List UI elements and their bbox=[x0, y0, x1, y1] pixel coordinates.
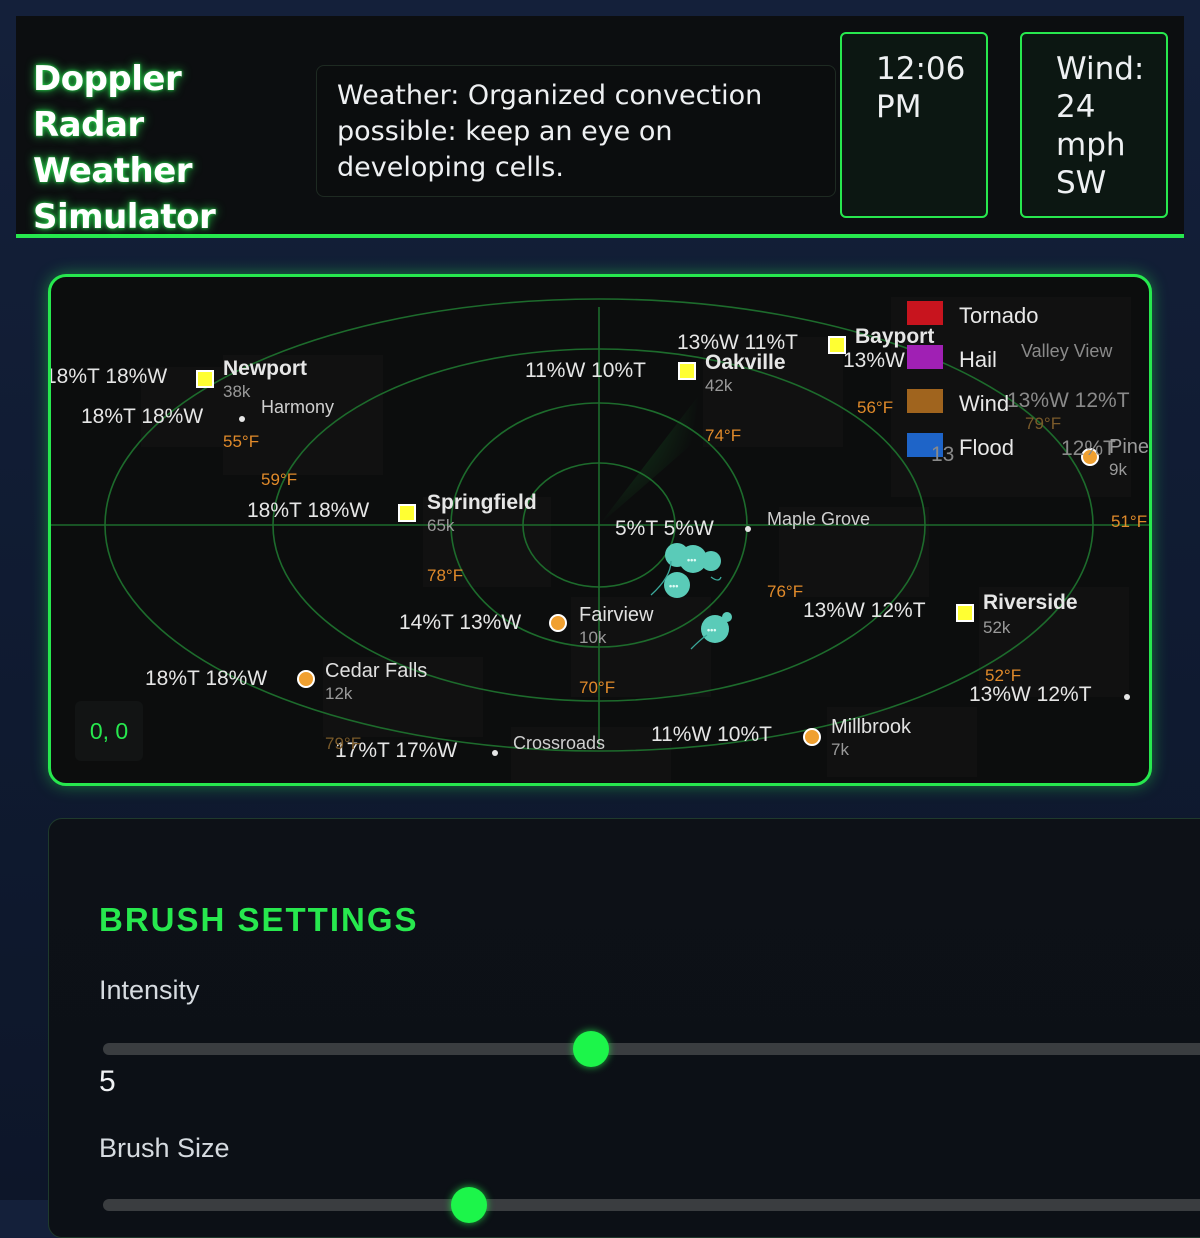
legend-swatches bbox=[907, 301, 943, 457]
risk-label-millbrook: 11%W 10%T bbox=[651, 723, 772, 746]
city-markers[interactable] bbox=[196, 336, 1130, 756]
city-pop-springfield: 65k bbox=[427, 516, 455, 535]
temp-label: 51°F bbox=[1111, 512, 1147, 531]
risk-label-flood-overlap: 13 bbox=[931, 443, 954, 466]
risk-label-riverside: 13%W 12%T bbox=[803, 599, 926, 622]
risk-label-newport: 18%T 18%W bbox=[51, 365, 167, 388]
risk-label-harmony: 18%T 18%W bbox=[81, 405, 203, 428]
city-name-maple-grove: Maple Grove bbox=[767, 509, 870, 529]
city-pop-riverside: 52k bbox=[983, 618, 1011, 637]
svg-text:•••: ••• bbox=[707, 625, 716, 635]
brush-settings-panel: BRUSH SETTINGS Intensity 5 Brush Size bbox=[48, 818, 1200, 1238]
svg-text:•••: ••• bbox=[669, 581, 678, 591]
radar-canvas[interactable]: ••• ••• ••• bbox=[51, 277, 1152, 786]
city-pop-newport: 38k bbox=[223, 382, 251, 401]
app-header: Doppler Radar Weather Simulator Weather:… bbox=[16, 16, 1184, 238]
legend-wind: Wind bbox=[959, 391, 1009, 416]
city-name-valley-view: Valley View bbox=[1021, 341, 1113, 361]
city-name-oakville: Oakville bbox=[705, 351, 786, 374]
risk-label-east: 13%W 12%T bbox=[969, 683, 1092, 706]
temp-label: 78°F bbox=[427, 566, 463, 585]
brush-settings-title: BRUSH SETTINGS bbox=[99, 901, 419, 938]
city-name-cedar-falls: Cedar Falls bbox=[325, 660, 427, 682]
risk-label-springfield: 18%T 18%W bbox=[247, 499, 369, 522]
intensity-slider-thumb[interactable] bbox=[573, 1031, 610, 1067]
city-pop-pine: 9k bbox=[1109, 460, 1127, 479]
brush-size-label: Brush Size bbox=[99, 1133, 230, 1163]
risk-label-fairview: 14%T 13%W bbox=[399, 611, 521, 634]
city-name-millbrook: Millbrook bbox=[831, 716, 912, 738]
risk-label-crossroads: 17%T 17%W bbox=[335, 739, 457, 762]
city-pop-oakville: 42k bbox=[705, 376, 733, 395]
cursor-coordinates: 0, 0 bbox=[75, 701, 143, 761]
intensity-value: 5 bbox=[99, 1065, 116, 1098]
city-pop-fairview: 10k bbox=[579, 628, 607, 647]
temp-label: 56°F bbox=[857, 398, 893, 417]
city-name-newport: Newport bbox=[223, 357, 307, 380]
city-name-bayport: Bayport bbox=[855, 325, 934, 348]
range-rings bbox=[51, 298, 1149, 752]
city-name-riverside: Riverside bbox=[983, 591, 1078, 614]
risk-label-oakville: 11%W 10%T bbox=[525, 359, 646, 382]
brush-size-slider-thumb[interactable] bbox=[451, 1187, 488, 1223]
temp-label: 76°F bbox=[767, 582, 803, 601]
city-pop-cedar-falls: 12k bbox=[325, 684, 353, 703]
temp-label: 55°F bbox=[223, 432, 259, 451]
intensity-slider[interactable] bbox=[103, 1031, 1200, 1067]
city-name-crossroads: Crossroads bbox=[513, 733, 605, 753]
legend-hail: Hail bbox=[959, 347, 997, 372]
temp-label: 74°F bbox=[705, 426, 741, 445]
temp-label: 79°F bbox=[325, 734, 361, 753]
svg-text:•••: ••• bbox=[687, 555, 696, 565]
radar-sweep bbox=[599, 395, 699, 525]
risk-label-cedar-falls: 18%T 18%W bbox=[145, 667, 267, 690]
risk-label-valley-view: 13%W 12%T bbox=[1007, 389, 1130, 412]
time-display: 12:06 PM bbox=[840, 32, 988, 218]
wind-display: Wind: 24 mph SW bbox=[1020, 32, 1168, 218]
city-name-harmony: Harmony bbox=[261, 397, 334, 417]
temp-label: 59°F bbox=[261, 470, 297, 489]
legend-flood: Flood bbox=[959, 435, 1014, 460]
brush-size-slider[interactable] bbox=[103, 1187, 1200, 1223]
storm-cells[interactable]: ••• ••• ••• bbox=[650, 543, 732, 650]
city-name-pine: Pine bbox=[1109, 436, 1149, 458]
risk-label-bayport: 13%W 11%T bbox=[677, 331, 798, 354]
risk-label-bayport-2: 13%W bbox=[843, 349, 905, 372]
city-pop-millbrook: 7k bbox=[831, 740, 849, 759]
app-title: Doppler Radar Weather Simulator bbox=[33, 59, 216, 237]
risk-label-pine: 12%T bbox=[1061, 437, 1116, 460]
radar-map[interactable]: ••• ••• ••• bbox=[48, 274, 1152, 786]
city-name-fairview: Fairview bbox=[579, 604, 654, 626]
weather-forecast: Weather: Organized convection possible: … bbox=[316, 65, 836, 197]
legend-tornado: Tornado bbox=[959, 303, 1039, 328]
temp-label: 70°F bbox=[579, 678, 615, 697]
city-name-springfield: Springfield bbox=[427, 491, 537, 514]
risk-label-maple-grove: 5%T 5%W bbox=[615, 517, 714, 540]
temp-label: 79°F bbox=[1025, 414, 1061, 433]
temp-label: 52°F bbox=[985, 666, 1021, 685]
intensity-label: Intensity bbox=[99, 975, 200, 1005]
